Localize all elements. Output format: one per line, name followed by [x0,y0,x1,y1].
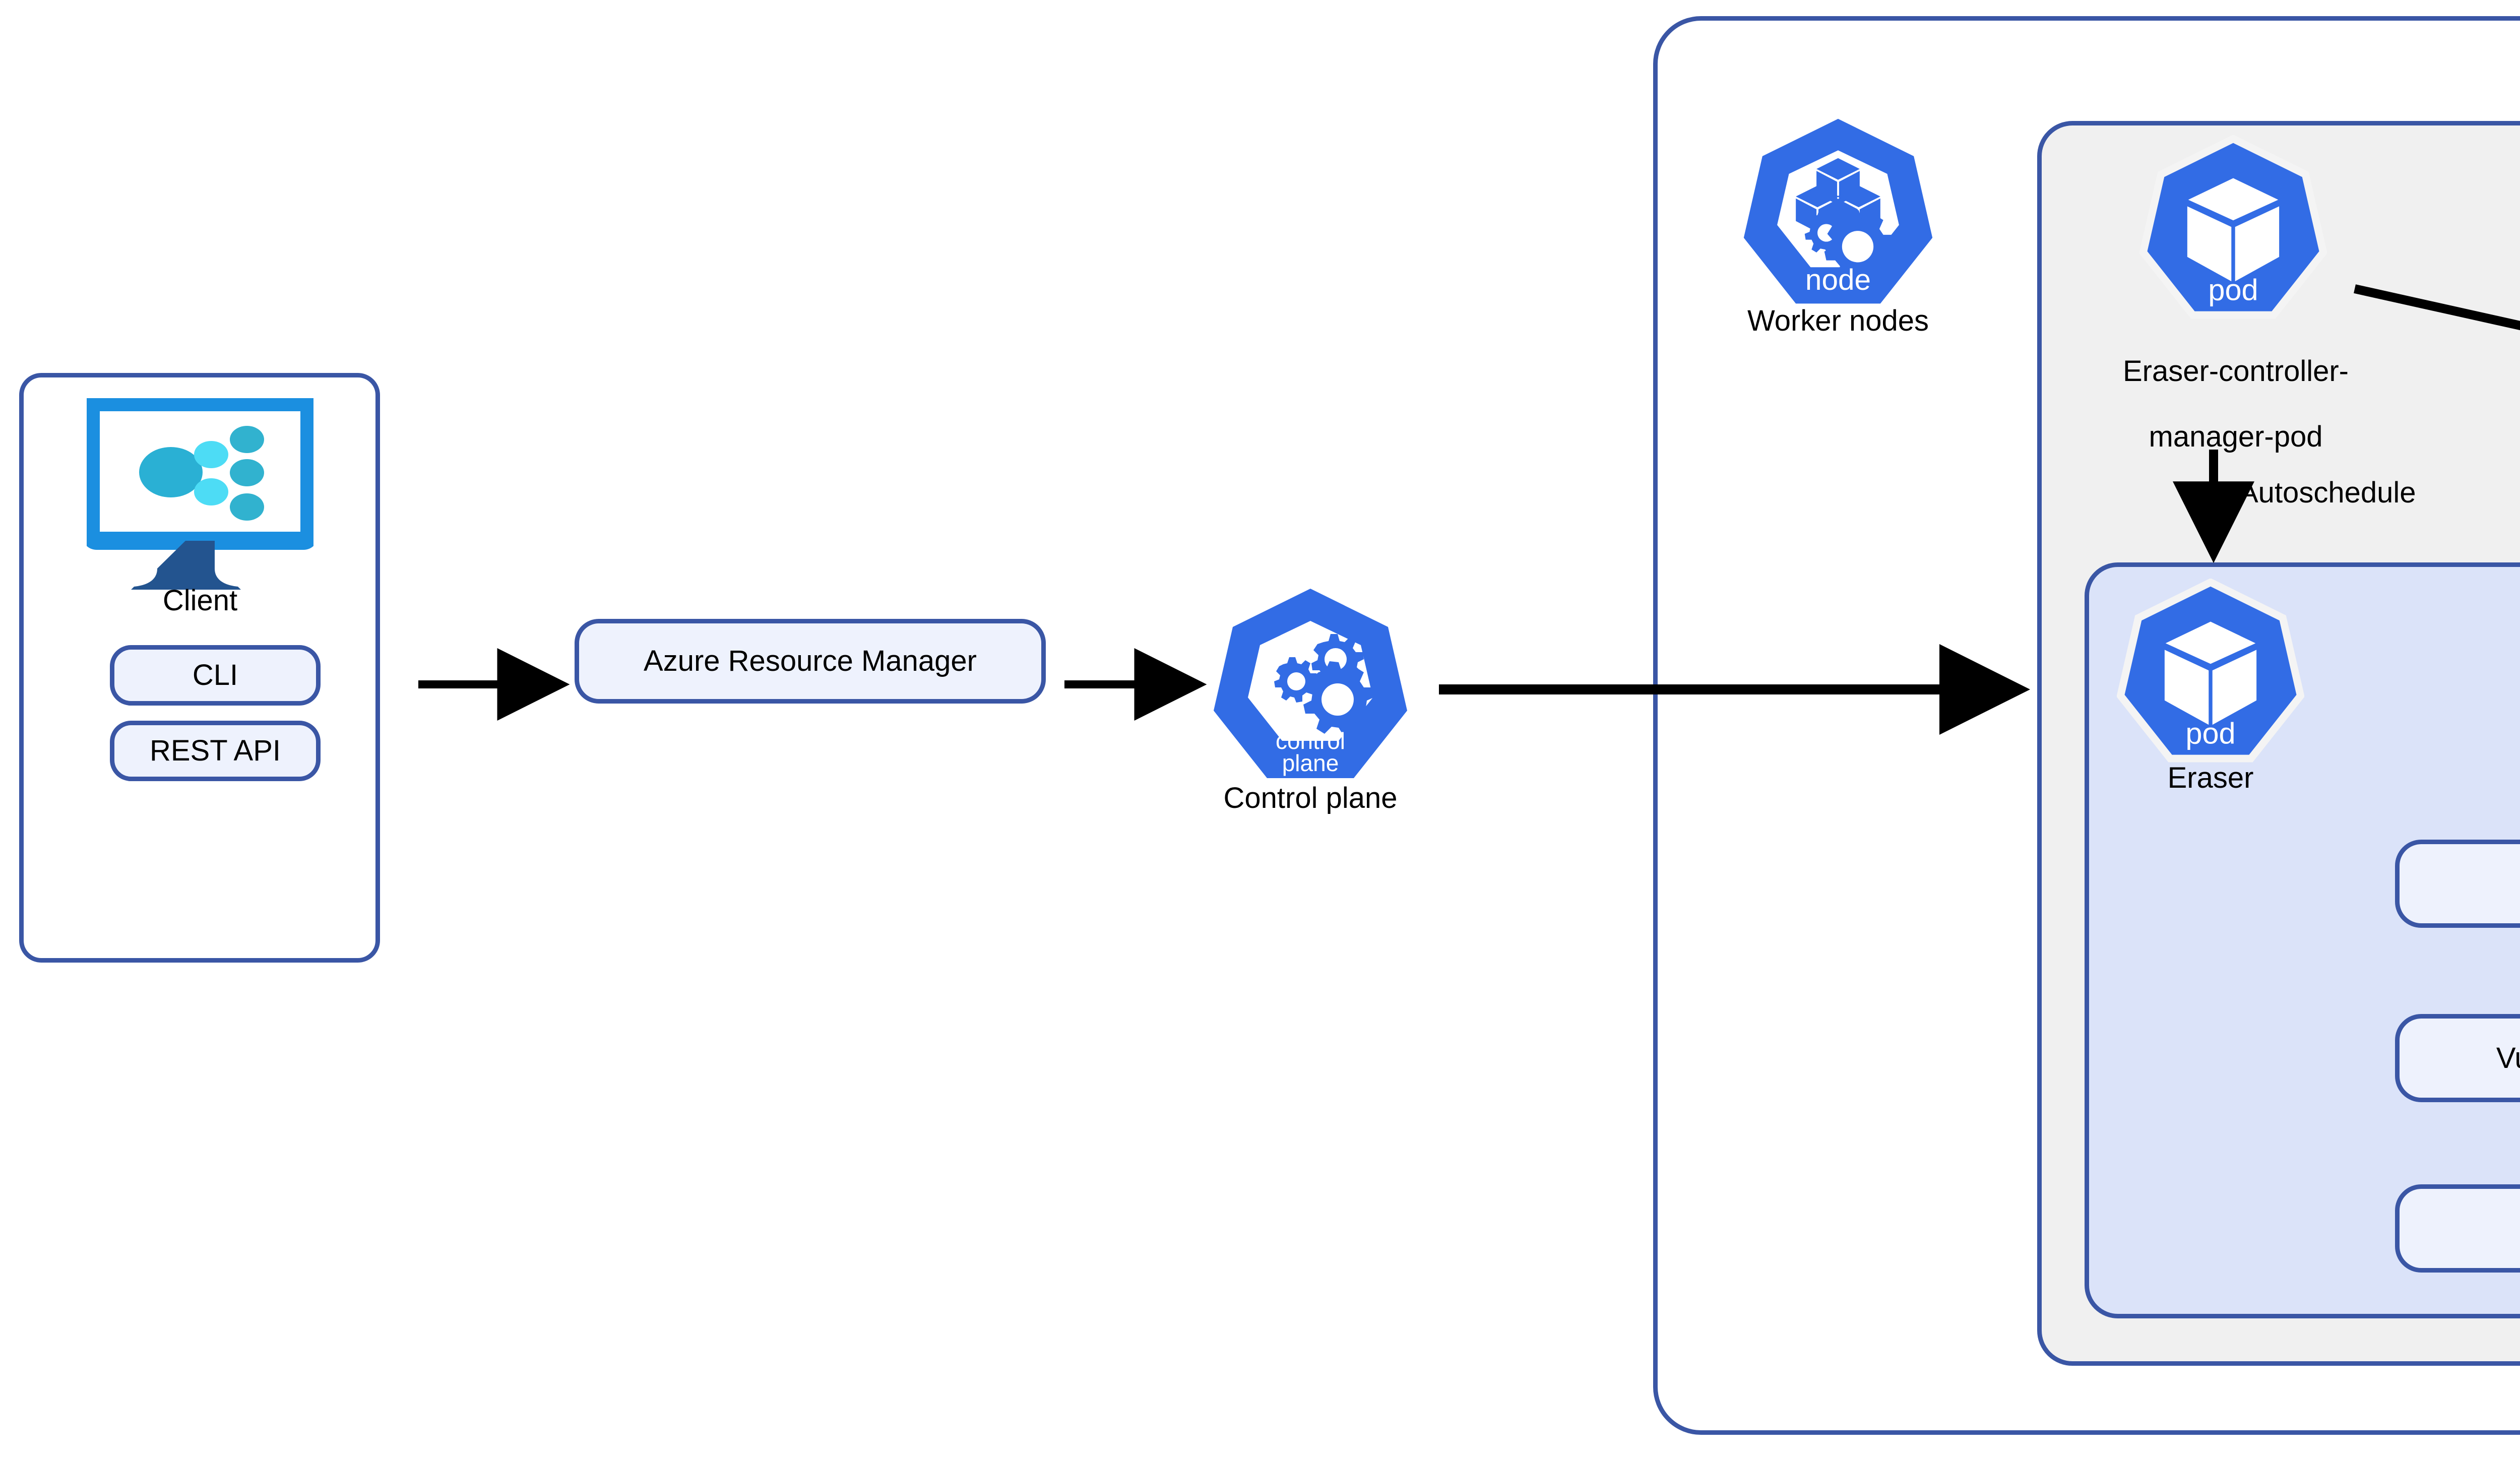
client-option-cli-label: CLI [192,659,238,692]
client-option-cli[interactable]: CLI [110,645,321,706]
azure-resource-manager-label: Azure Resource Manager [644,645,977,678]
eraser-caption: Eraser [2167,762,2254,794]
node-badge-text: node [1805,264,1871,296]
pod-badge-text: pod [2208,273,2258,306]
controller-pod-caption-line1: Eraser-controller- [2123,354,2349,388]
pod-badge-text: pod [2185,716,2235,750]
control-plane-badge-line2: plane [1282,750,1339,776]
worker-nodes-caption: Worker nodes [1747,304,1929,337]
control-plane-badge-line1: control [1276,728,1345,754]
control-plane-caption: Control plane [1223,782,1398,814]
autoschedule-label: Autoschedule [2239,476,2416,509]
azure-resource-manager-node[interactable]: Azure Resource Manager [575,619,1046,704]
kubernetes-control-plane-icon: control plane [1210,585,1411,786]
controller-pod-caption-line2: manager-pod [2149,420,2323,453]
eraser-stage-collector[interactable]: Collector [2395,840,2520,928]
client-option-rest-api-label: REST API [149,734,281,768]
client-option-rest-api[interactable]: REST API [110,721,321,781]
controller-pod-caption: Eraser-controller- manager-pod [2066,323,2405,454]
eraser-stage-vulnerability-scanner-label: Vulnerability scanner [2496,1041,2520,1074]
monitor-icon [82,393,319,590]
kubernetes-pod-icon: pod [2139,135,2327,323]
kubernetes-node-icon: node [1740,115,1936,311]
kubernetes-pod-icon: pod [2117,579,2304,766]
eraser-stage-vulnerability-scanner[interactable]: Vulnerability scanner [2395,1014,2520,1102]
eraser-stage-remover[interactable]: Remover [2395,1184,2520,1273]
client-caption: Client [162,584,238,617]
